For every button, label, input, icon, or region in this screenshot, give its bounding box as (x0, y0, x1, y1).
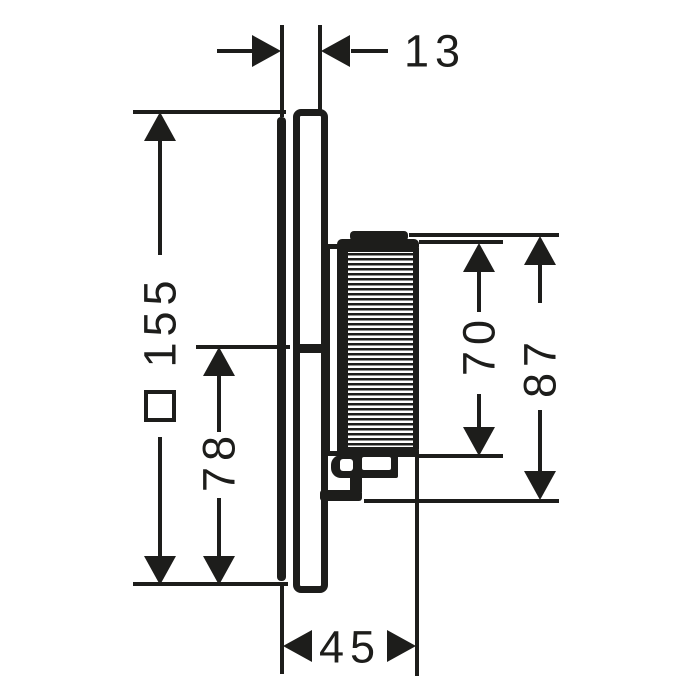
arrowhead-45-right (387, 629, 416, 662)
foot-stem (349, 476, 362, 492)
extension-line-13-right (318, 25, 322, 110)
arrowhead-155-top (143, 111, 176, 141)
extension-line-155-top (133, 109, 286, 114)
knob-bottom-cap (340, 447, 419, 457)
dim-line-13-tail-left (217, 48, 253, 53)
dim-line-155-upper (157, 140, 162, 255)
dim-line-155-lower (157, 437, 162, 556)
dim-line-78-upper (217, 375, 221, 432)
extension-line-45-left (279, 586, 284, 674)
dim-line-70-upper (476, 272, 481, 312)
dim-line-13-tail-right (351, 48, 388, 53)
dimension-label-13: 13 (403, 25, 467, 77)
arrowhead-70-top (462, 243, 495, 272)
stop-bracket-slot-right (362, 456, 391, 470)
extension-line-87-bottom (364, 498, 559, 503)
dimension-label-70: 70 (453, 313, 504, 377)
handle-knob-knurl (342, 248, 419, 449)
handle-collar (325, 244, 342, 456)
dim-line-78-lower (217, 498, 221, 556)
stop-bracket-slot-left (339, 459, 353, 471)
plate-seam-band (293, 344, 328, 353)
knob-top-brim (337, 239, 419, 252)
square-symbol (143, 390, 176, 422)
knob-top-cap (350, 231, 408, 241)
extension-line-13-left (279, 25, 284, 117)
arrowhead-78-top (203, 346, 235, 376)
arrowhead-87-top (523, 236, 556, 265)
dim-line-87-upper (537, 265, 542, 303)
dim-line-87-lower (537, 410, 542, 471)
dim-line-70-lower (476, 394, 481, 427)
arrowhead-45-left (283, 629, 312, 662)
dimension-label-45: 45 (318, 621, 382, 673)
dimension-label-155: 155 (134, 274, 185, 368)
arrowhead-13-left (252, 34, 281, 67)
arrowhead-155-bottom (143, 556, 176, 585)
arrowhead-70-bottom (462, 427, 495, 456)
arrowhead-87-bottom (523, 471, 556, 500)
extension-line-70-top (419, 240, 503, 244)
plate-front-profile (277, 117, 286, 581)
foot-bar (320, 490, 362, 501)
extension-line-87-top (409, 233, 559, 237)
dimension-label-87: 87 (514, 335, 565, 399)
extension-line-78-mid (196, 344, 290, 349)
dimension-label-78: 78 (193, 429, 245, 493)
arrowhead-13-right (321, 34, 350, 67)
extension-line-45-right (414, 454, 419, 676)
arrowhead-78-bottom (203, 556, 235, 585)
extension-line-70-bottom (419, 454, 503, 458)
